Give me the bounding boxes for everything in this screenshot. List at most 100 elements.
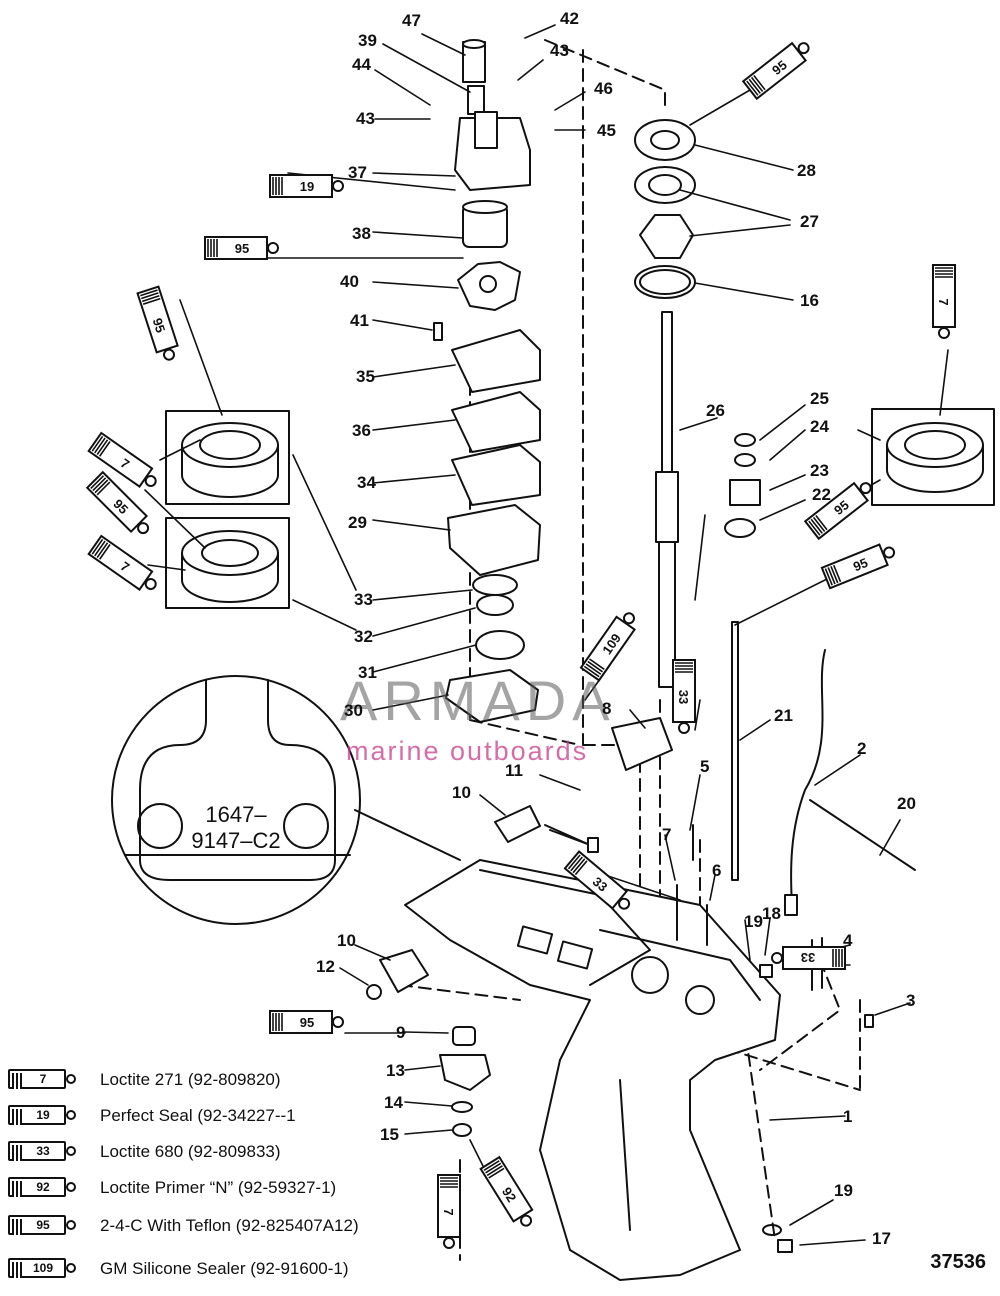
callout-label: 39 <box>358 31 377 50</box>
driveshaft-stack <box>634 119 916 916</box>
callout-label: 38 <box>352 224 371 243</box>
detail-part-number-line2: 9147–C2 <box>191 828 281 853</box>
drawing-number: 37536 <box>930 1251 986 1273</box>
legend-code: 19 <box>36 1108 50 1122</box>
callout-label: 45 <box>597 121 616 140</box>
legend-row: 7 Loctite 271 (92-809820) <box>8 1066 281 1094</box>
callout-label: 44 <box>352 55 371 74</box>
callout-label: 11 <box>505 761 523 780</box>
sealant-tube-icon: 19 <box>8 1105 78 1127</box>
callout-label: 3 <box>906 991 916 1010</box>
callout-label: 22 <box>812 485 831 504</box>
sealant-tube-icon: 95 <box>8 1215 78 1237</box>
sealant-tube-icon: 33 <box>771 946 846 970</box>
sealant-tube-icon: 7 <box>87 534 157 591</box>
legend-code: 92 <box>36 1180 50 1194</box>
legend-code: 109 <box>32 1261 54 1275</box>
sealant-tube-icon: 95 <box>204 236 279 260</box>
callout-label: 18 <box>762 904 781 923</box>
leader-lines <box>144 24 949 1246</box>
callout-label: 17 <box>872 1229 891 1248</box>
callout-label: 37 <box>348 163 367 182</box>
water-pump-stack <box>433 39 541 723</box>
callout-label: 36 <box>352 421 371 440</box>
sealant-tube-icon: 7 <box>87 431 157 488</box>
callout-label: 14 <box>384 1093 403 1112</box>
tube-label: 95 <box>851 555 870 574</box>
callout-label: 8 <box>602 699 612 718</box>
sealant-tube-icon: 7 <box>8 1069 78 1091</box>
magnified-detail-circle <box>111 675 461 925</box>
sealant-tube-icon: 7 <box>437 1174 461 1249</box>
legend-code: 33 <box>36 1144 50 1158</box>
callout-label: 19 <box>834 1181 853 1200</box>
callout-label: 19 <box>744 912 763 931</box>
tube-label: 7 <box>441 1208 456 1215</box>
callout-label: 40 <box>340 272 359 291</box>
callout-label: 34 <box>357 473 376 492</box>
legend-row: 19 Perfect Seal (92-34227--1 <box>8 1102 296 1130</box>
legend-code: 7 <box>39 1072 47 1086</box>
sealant-tube-icon: 109 <box>579 612 636 682</box>
callout-label: 31 <box>358 663 377 682</box>
legend-code: 95 <box>36 1218 50 1232</box>
callout-label: 26 <box>706 401 725 420</box>
callout-label: 7 <box>662 825 672 844</box>
small-hardware <box>366 717 874 1253</box>
sealant-tube-icon: 109 <box>8 1258 78 1280</box>
callout-label: 4 <box>843 931 853 950</box>
callout-label: 30 <box>344 701 363 720</box>
legend-description: Loctite Primer “N” (92-59327-1) <box>100 1178 337 1197</box>
legend-description: 2-4-C With Teflon (92-825407A12) <box>100 1216 359 1235</box>
callout-label: 12 <box>316 957 335 976</box>
sealant-tube-icon: 7 <box>932 264 956 339</box>
sealant-tube-icon: 33 <box>672 659 696 734</box>
legend-description: Loctite 271 (92-809820) <box>100 1070 281 1089</box>
sealant-tube-icon: 95 <box>803 481 872 541</box>
callout-label: 15 <box>380 1125 399 1144</box>
sealant-tube-icon: 95 <box>820 543 896 590</box>
callout-label: 25 <box>810 389 829 408</box>
callout-label: 28 <box>797 161 816 180</box>
sealant-tube-icon: 95 <box>741 41 810 101</box>
legend-description: GM Silicone Sealer (92-91600-1) <box>100 1259 349 1278</box>
tube-label: 7 <box>936 298 951 305</box>
sealant-tube-icon: 95 <box>269 1010 344 1034</box>
sealant-tube-icon: 19 <box>269 174 344 198</box>
tube-label: 95 <box>235 241 249 256</box>
legend-row: 33 Loctite 680 (92-809833) <box>8 1138 281 1166</box>
sealant-tube-icon: 95 <box>85 470 150 535</box>
callout-label: 10 <box>452 783 471 802</box>
callout-label: 20 <box>897 794 916 813</box>
callout-label: 10 <box>337 931 356 950</box>
watermark-brand: ARMADA <box>340 669 616 732</box>
sealant-tube-icon: 33 <box>563 850 631 910</box>
callout-label: 29 <box>348 513 367 532</box>
tube-label: 95 <box>150 316 169 334</box>
callout-label: 43 <box>550 41 569 60</box>
tube-label: 95 <box>300 1015 314 1030</box>
callout-label: 23 <box>810 461 829 480</box>
callout-label: 27 <box>800 212 819 231</box>
gear-housing <box>404 859 781 1281</box>
callout-label: 5 <box>700 757 710 776</box>
sealant-tube-icon: 33 <box>8 1141 78 1163</box>
callout-label: 6 <box>712 861 722 880</box>
callout-label: 43 <box>356 109 375 128</box>
tube-label: 33 <box>801 950 815 965</box>
bearing-detail-boxes <box>165 408 995 609</box>
callout-label: 9 <box>396 1023 406 1042</box>
callout-label: 2 <box>857 739 867 758</box>
detail-part-number-line1: 1647– <box>205 802 267 827</box>
tube-label: 33 <box>676 690 691 704</box>
legend-description: Perfect Seal (92-34227--1 <box>100 1106 296 1125</box>
callout-label: 32 <box>354 627 373 646</box>
legend-row: 92 Loctite Primer “N” (92-59327-1) <box>8 1174 336 1202</box>
legend-description: Loctite 680 (92-809833) <box>100 1142 281 1161</box>
sealant-tube-icon: 95 <box>136 285 179 361</box>
callout-label: 47 <box>402 11 421 30</box>
callout-label: 35 <box>356 367 375 386</box>
callout-label: 41 <box>350 311 369 330</box>
callout-label: 46 <box>594 79 613 98</box>
